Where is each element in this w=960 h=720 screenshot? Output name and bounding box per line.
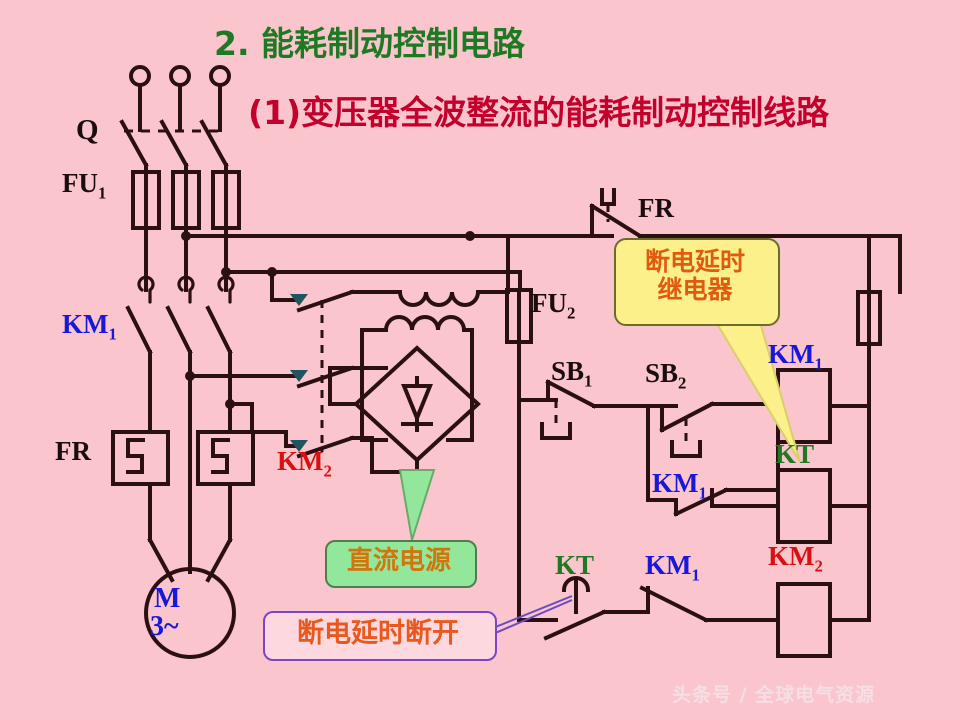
motor-branch-taps <box>185 371 274 434</box>
label-disconnect-switch: Q <box>76 114 99 146</box>
label-km1-coil-text: KM <box>768 339 815 369</box>
kt-delay-contact[interactable] <box>517 576 650 641</box>
callout-dc-source-text: 直流电源 <box>346 546 451 576</box>
label-thermal-relay-left: FR <box>55 436 91 466</box>
label-km2-main-contacts: KM2 <box>277 448 332 480</box>
callout-dc-source-box <box>325 540 477 588</box>
km1-main-contacts[interactable] <box>125 305 233 562</box>
callout-relay-box <box>614 238 780 326</box>
label-motor-phase: 3~ <box>150 611 179 642</box>
label-main-fuse-text: FU <box>62 168 98 198</box>
label-km1-main-sub: 1 <box>108 324 117 344</box>
watermark: 头条号 / 全球电气资源 <box>672 684 876 706</box>
page-subtitle: (1)变压器全波整流的能耗制动控制线路 <box>248 93 830 132</box>
km1-nc-contact[interactable] <box>639 585 780 623</box>
label-motor-symbol: M <box>154 583 181 614</box>
label-main-fuse-sub: 1 <box>98 183 107 203</box>
callout-delay-open-text: 断电延时断开 <box>297 618 459 649</box>
label-main-fuse: FU1 <box>62 170 106 202</box>
transformer <box>360 234 510 442</box>
supply-terminals <box>129 65 231 132</box>
bridge-rectifier <box>328 345 481 474</box>
label-km1-nc-sub: 1 <box>691 565 700 585</box>
label-km1-aux-sub: 1 <box>698 483 707 503</box>
right-rail <box>856 234 902 622</box>
label-km1-nc-text: KM <box>645 550 692 580</box>
label-km2-main-sub: 2 <box>323 461 332 481</box>
label-stop-button: SB1 <box>551 358 592 390</box>
km1-contact-hooks <box>137 275 235 304</box>
label-km2-coil-sub: 2 <box>814 556 823 576</box>
label-thermal-relay-control: FR <box>638 193 674 223</box>
label-km2-main-text: KM <box>277 446 324 476</box>
label-start-button-text: SB <box>645 358 679 388</box>
label-stop-button-sub: 1 <box>584 371 593 391</box>
disconnect-switch-q[interactable] <box>119 119 229 174</box>
motor-m3 <box>144 537 236 659</box>
label-km1-aux-contact: KM1 <box>652 470 707 502</box>
label-control-fuse-sub: 2 <box>567 303 576 323</box>
label-km1-coil: KM1 <box>768 341 823 373</box>
label-km1-main-text: KM <box>62 309 109 339</box>
fr-control-contact[interactable] <box>589 188 902 239</box>
callout-relay-line1: 断电延时 <box>644 247 745 276</box>
label-stop-button-text: SB <box>551 356 585 386</box>
supply-taps <box>181 231 614 292</box>
callout-relay-line2: 继电器 <box>657 275 733 304</box>
label-control-fuse-text: FU <box>531 288 567 318</box>
stop-button-sb1[interactable] <box>517 379 650 440</box>
page-title: 2. 能耗制动控制电路 <box>214 24 525 63</box>
kt-coil <box>710 468 871 544</box>
callout-delay-open-box <box>263 611 497 661</box>
km2-main-contacts[interactable] <box>270 270 388 459</box>
label-control-fuse: FU2 <box>531 290 575 322</box>
label-km1-aux-text: KM <box>652 468 699 498</box>
km2-coil <box>776 582 871 658</box>
label-start-button-sub: 2 <box>678 373 687 393</box>
label-kt-coil: KT <box>775 439 815 469</box>
label-km1-coil-sub: 1 <box>814 354 823 374</box>
main-fuse-fu1 <box>131 170 241 292</box>
label-km1-nc-contact: KM1 <box>645 552 700 584</box>
label-km1-main-contacts: KM1 <box>62 311 117 343</box>
thermal-relay-elements <box>111 430 255 542</box>
start-button-sb2[interactable] <box>646 401 780 502</box>
label-km2-coil: KM2 <box>768 543 823 575</box>
callout-relay-text: 断电延时 继电器 <box>622 248 768 304</box>
label-kt-contact: KT <box>555 550 595 580</box>
label-km2-coil-text: KM <box>768 541 815 571</box>
label-start-button: SB2 <box>645 360 686 392</box>
control-fuse-fu2 <box>505 288 533 622</box>
